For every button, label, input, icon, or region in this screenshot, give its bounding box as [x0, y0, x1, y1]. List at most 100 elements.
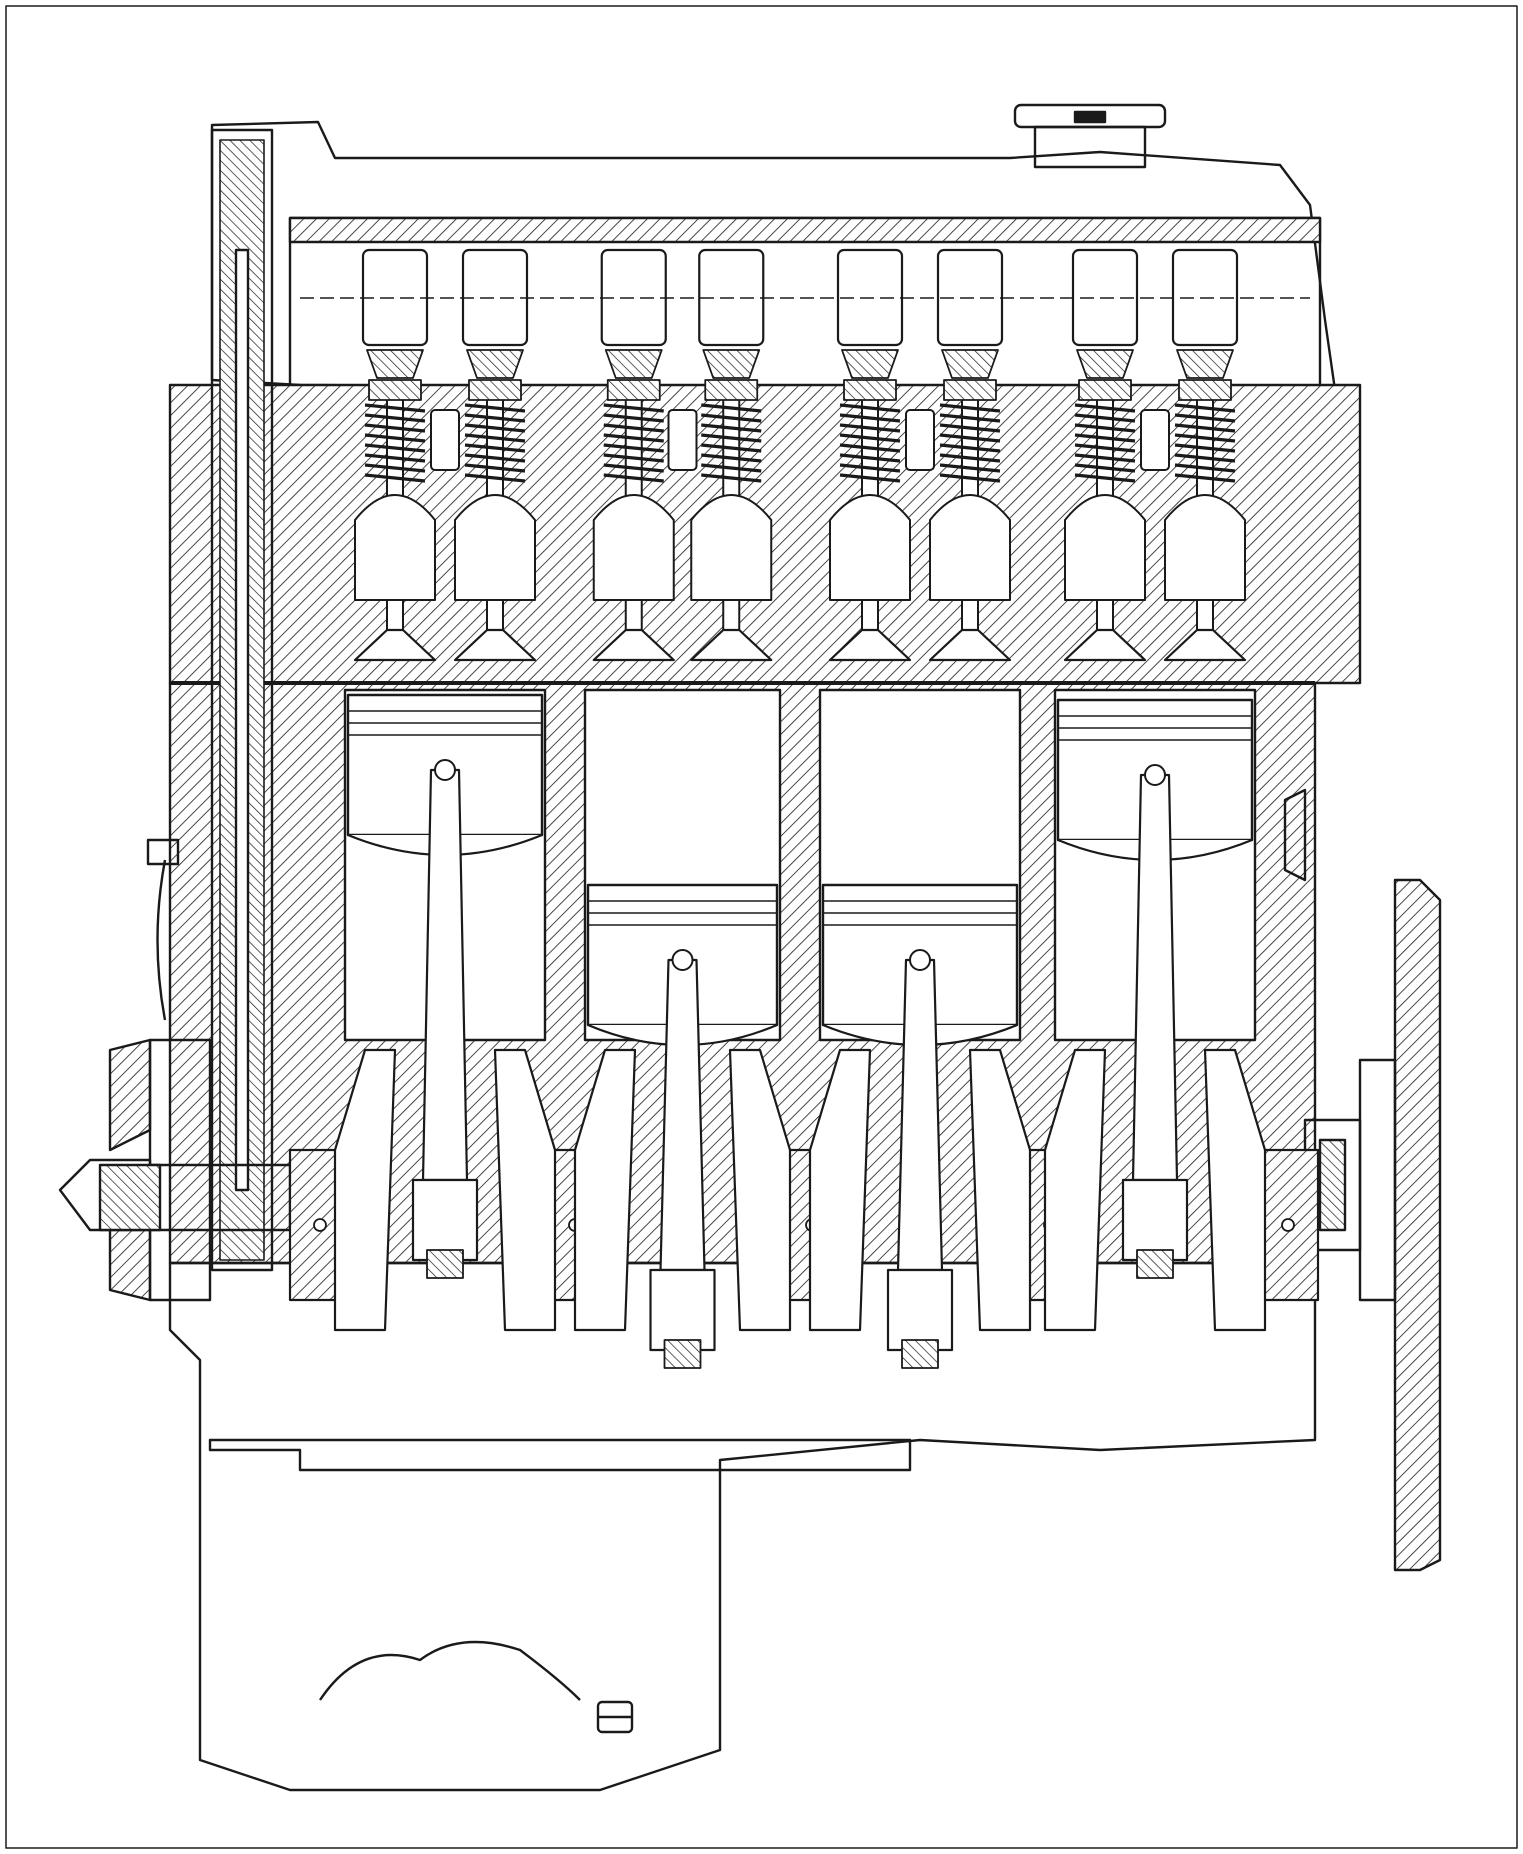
cam-follower — [604, 349, 663, 379]
intake-valve — [1063, 379, 1147, 662]
rod-big-end — [1121, 1178, 1189, 1262]
valve-spring — [364, 403, 426, 483]
exhaust-valve — [690, 379, 773, 662]
valve-port — [1064, 494, 1146, 601]
connecting-rod — [421, 768, 469, 1182]
piston-pin — [434, 759, 456, 781]
valve-retainer — [468, 379, 522, 401]
oil-hole — [313, 1218, 327, 1232]
piston-pin — [671, 949, 694, 971]
connecting-rod — [896, 958, 944, 1272]
valve-retainer — [943, 379, 997, 401]
cam-follower — [466, 349, 524, 379]
crank-web — [728, 1048, 792, 1332]
valve-head — [928, 628, 1012, 662]
pulley-bolt — [98, 1163, 162, 1232]
cam-follower — [841, 349, 899, 379]
valve-head — [453, 628, 537, 662]
piston-pin — [909, 949, 931, 971]
valve-head — [1063, 628, 1147, 662]
rod-cap-bolt — [426, 1249, 464, 1279]
valve-head — [592, 628, 675, 662]
exhaust-valve — [453, 379, 537, 662]
figure-border — [5, 5, 1518, 1849]
crank-web — [493, 1048, 557, 1332]
crankshaft — [288, 1048, 1320, 1332]
dipstick-tube — [156, 859, 167, 1021]
cam-follower — [941, 349, 999, 379]
flywheel — [1303, 878, 1442, 1572]
crank-web — [1203, 1048, 1267, 1332]
camshafts — [300, 248, 1310, 379]
rod-cap-bolt — [1136, 1249, 1174, 1279]
cylinder-1 — [343, 379, 547, 1279]
valve-retainer — [1178, 379, 1232, 401]
intake-valve — [828, 379, 912, 662]
valve-retainer — [606, 379, 661, 401]
rod-big-end — [649, 1268, 716, 1352]
cylinder-4 — [1053, 379, 1257, 1279]
cam-follower — [702, 349, 761, 379]
valve-port — [592, 494, 675, 601]
valve-spring — [603, 403, 664, 483]
valve-spring — [701, 403, 762, 483]
valve-port — [354, 494, 436, 601]
coolant-outlet — [1283, 788, 1307, 882]
spark-plug — [905, 409, 935, 471]
crank-web — [808, 1048, 872, 1332]
connecting-rod — [1131, 773, 1179, 1182]
valve-port — [1164, 494, 1246, 601]
rod-cap-bolt — [663, 1339, 702, 1369]
valve-spring — [1174, 403, 1236, 483]
crank-web — [1043, 1048, 1107, 1332]
valve-retainer — [368, 379, 422, 401]
cam-follower — [1176, 349, 1234, 379]
exhaust-valve — [1163, 379, 1247, 662]
spark-plug — [667, 409, 698, 471]
rod-cap-bolt — [901, 1339, 939, 1369]
spark-plug — [1140, 409, 1170, 471]
valve-head — [690, 628, 773, 662]
cylinder-2 — [583, 379, 782, 1369]
valve-retainer — [704, 379, 759, 401]
valve-head — [353, 628, 437, 662]
cam-follower — [1076, 349, 1134, 379]
crank-web — [968, 1048, 1032, 1332]
valve-port — [929, 494, 1011, 601]
intake-valve — [353, 379, 437, 662]
valve-port — [829, 494, 911, 601]
exhaust-valve — [928, 379, 1012, 662]
timing-cover — [210, 128, 274, 1272]
oil-pickup — [319, 1640, 581, 1701]
cam-carrier-top-wall — [288, 216, 1322, 244]
oil-filler-cap — [1013, 103, 1167, 169]
dipstick-handle — [146, 838, 180, 866]
oil-drain-plug — [596, 1700, 634, 1734]
timing-belt — [234, 248, 250, 1192]
valve-port — [690, 494, 773, 601]
piston-pin — [1144, 764, 1166, 786]
valve-port — [454, 494, 536, 601]
connecting-rod — [659, 958, 706, 1272]
cylinder-3 — [818, 379, 1022, 1369]
valve-retainer — [843, 379, 897, 401]
valve-spring — [939, 403, 1001, 483]
oil-sump — [168, 1261, 1317, 1792]
camshaft-carrier — [288, 216, 1322, 390]
valve-spring — [839, 403, 901, 483]
rod-big-end — [411, 1178, 479, 1262]
valve-spring — [1074, 403, 1136, 483]
cylinders — [343, 379, 1257, 1369]
rod-big-end — [886, 1268, 954, 1352]
spark-plug — [430, 409, 460, 471]
oil-hole — [1281, 1218, 1295, 1232]
valve-spring — [464, 403, 526, 483]
crank-web — [573, 1048, 637, 1332]
intake-valve — [592, 379, 675, 662]
sump-baffle — [208, 1438, 912, 1472]
valve-head — [1163, 628, 1247, 662]
crank-web — [333, 1048, 397, 1332]
cam-follower — [366, 349, 424, 379]
